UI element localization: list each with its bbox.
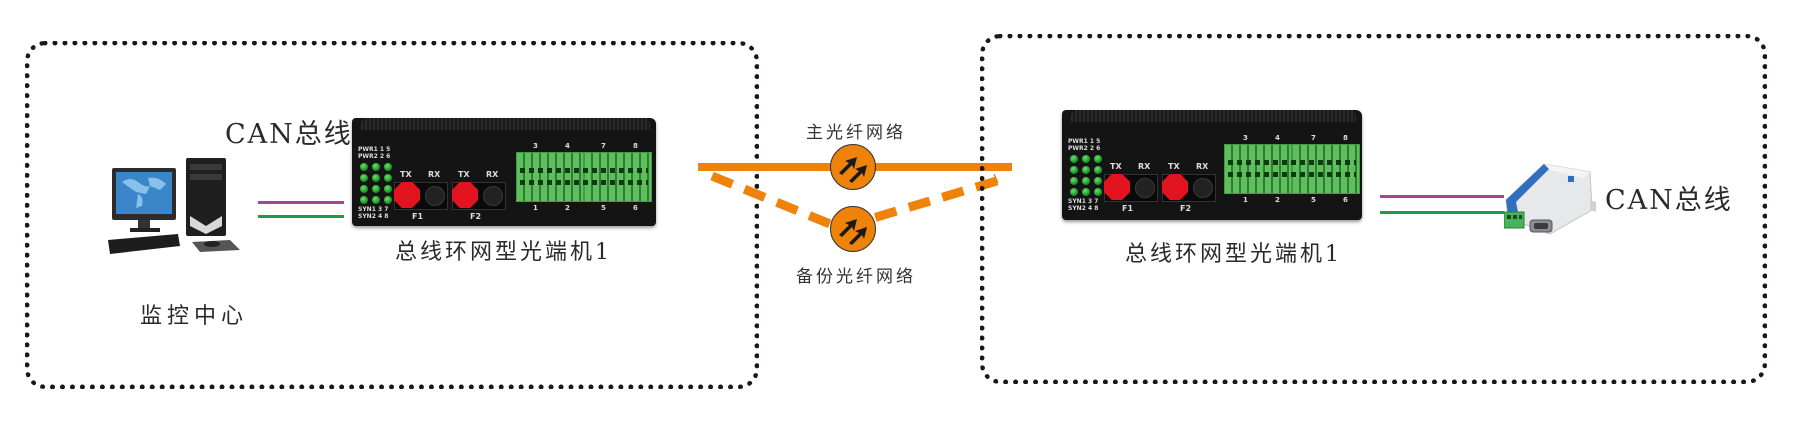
led-indicator [372,174,380,182]
led-indicator [1070,177,1078,185]
led-indicator [372,185,380,193]
terminal-block-b [584,152,652,202]
can-high-wire-left [258,201,344,204]
can-bus-label-right: CAN总线 [1605,185,1733,216]
terminal-label: 7 [601,142,606,150]
led-indicator [360,174,368,182]
can-low-wire-left [258,215,344,218]
led-indicator [384,174,392,182]
terminal-pin-row [1228,172,1356,177]
terminal-label: 8 [633,142,638,150]
port-f1-rx-connector [425,186,445,206]
terminal-pin-row [520,180,648,185]
terminal-label: 5 [1311,196,1316,204]
can-bus-label-left: CAN总线 [225,119,353,150]
remote-site-zone [980,34,1767,384]
led-indicator [1094,155,1102,163]
terminal-label: 2 [565,204,570,212]
can-low-wire-right [1380,211,1504,214]
primary-fiber-icon [830,144,876,190]
led-indicator [1070,166,1078,174]
led-indicator [1082,177,1090,185]
port-f2-label: F2 [1180,204,1192,213]
port-f1-rx-connector [1135,178,1155,198]
terminal-label: 6 [1343,196,1348,204]
terminal-label: 4 [565,142,570,150]
led-indicator [1094,177,1102,185]
terminal-pin-row [520,168,648,173]
terminal-block-a [1224,144,1292,194]
led-indicator [372,196,380,204]
led-indicator [360,196,368,204]
led-indicator [1082,155,1090,163]
port-f1-label: F1 [1122,204,1134,213]
terminal-label: 1 [1243,196,1248,204]
backup-fiber-label: 备份光纤网络 [796,267,916,287]
port-f1-rx-label: RX [428,170,441,179]
device-label-right: 总线环网型光端机1 [1125,242,1342,267]
device-heatsink [361,118,650,130]
can-high-wire-right [1380,195,1504,198]
led-indicator [1082,166,1090,174]
port-f2-label: F2 [470,212,482,221]
port-f1-rx-label: RX [1138,162,1151,171]
port-f1-label: F1 [412,212,424,221]
led-indicator [384,163,392,171]
terminal-label: 3 [533,142,538,150]
monitoring-center-label: 监控中心 [140,304,249,329]
computer-icon [108,158,258,258]
port-f2-tx-connector [452,182,478,208]
terminal-label: 2 [1275,196,1280,204]
led-indicator [1082,188,1090,196]
terminal-label: 6 [633,204,638,212]
terminal-label: 7 [1311,134,1316,142]
port-f2-tx-label: TX [458,170,470,179]
terminal-block-a [516,152,584,202]
led-indicator [360,185,368,193]
terminal-label: 4 [1275,134,1280,142]
port-f2-rx-connector [1193,178,1213,198]
terminal-label: 3 [1243,134,1248,142]
terminal-block-b [1292,144,1360,194]
port-f2-tx-connector [1162,174,1188,200]
led-indicator [1070,188,1078,196]
led-indicator [1094,188,1102,196]
led-indicator [360,163,368,171]
port-f2-tx-label: TX [1168,162,1180,171]
port-f1-tx-label: TX [400,170,412,179]
device-label-left: 总线环网型光端机1 [395,240,612,265]
led-indicator [1094,166,1102,174]
terminal-label: 8 [1343,134,1348,142]
port-f2-rx-label: RX [486,170,499,179]
device-heatsink [1071,110,1356,122]
port-f1-tx-connector [394,182,420,208]
monitoring-center-zone [25,41,759,389]
led-indicator [1070,155,1078,163]
led-indicator [384,196,392,204]
led-indicator [372,163,380,171]
terminal-label: 5 [601,204,606,212]
backup-fiber-icon [830,206,876,252]
terminal-label: 1 [533,204,538,212]
terminal-pin-row [1228,160,1356,165]
port-f1-tx-connector [1104,174,1130,200]
port-f2-rx-connector [483,186,503,206]
primary-fiber-label: 主光纤网络 [806,123,906,143]
port-f2-rx-label: RX [1196,162,1209,171]
port-f1-tx-label: TX [1110,162,1122,171]
led-indicator [384,185,392,193]
can-converter-icon [1503,158,1596,238]
